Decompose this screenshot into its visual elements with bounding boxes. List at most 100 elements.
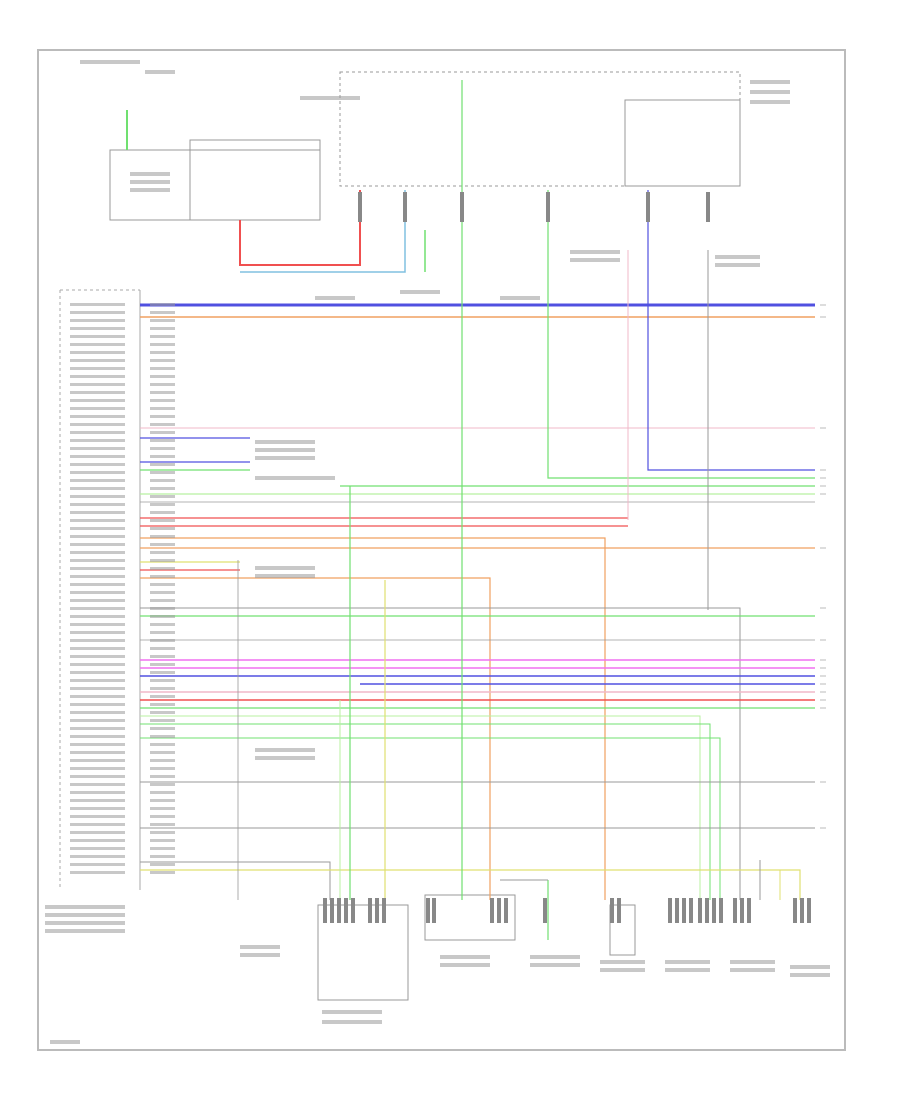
connector-pin (330, 898, 334, 923)
wire-green (547, 190, 815, 479)
pin-function-label (70, 687, 125, 690)
illegible-label (530, 963, 580, 967)
pin-function-label (70, 527, 125, 530)
illegible-label (665, 968, 710, 972)
pin-function-label (70, 631, 125, 634)
wire-code-label (150, 423, 175, 426)
pin-function-label (70, 407, 125, 410)
wire-blue (647, 190, 815, 471)
wire-code-label (150, 495, 175, 498)
illegible-label (715, 263, 760, 267)
illegible-label (730, 968, 775, 972)
wire-code-label (150, 543, 175, 546)
component-outline (424, 894, 516, 941)
illegible-label (255, 566, 315, 570)
wire-code-label (150, 847, 175, 850)
wire-code-label (150, 727, 175, 730)
pin-function-label (70, 647, 125, 650)
component-outline (109, 149, 321, 221)
wire-code-label (150, 831, 175, 834)
wire-code-label (150, 871, 175, 874)
connector-pin (800, 898, 804, 923)
illegible-label (255, 748, 315, 752)
illegible-label (45, 913, 125, 917)
wire-code-label (150, 607, 175, 610)
connector-pin (375, 898, 379, 923)
wire-code-label (150, 751, 175, 754)
wire-yellow (140, 869, 801, 900)
pin-function-label (70, 487, 125, 490)
wire-code-label (150, 511, 175, 514)
wire-code-label (150, 735, 175, 738)
pin-function-label (70, 807, 125, 810)
pin-function-label (70, 583, 125, 586)
wire-code-label (150, 639, 175, 642)
pin-function-label (70, 823, 125, 826)
wire-code-label (150, 407, 175, 410)
wire-code-label (150, 767, 175, 770)
pin-function-label (70, 431, 125, 434)
connector-pin (368, 898, 372, 923)
wire-code-label (150, 863, 175, 866)
pin-function-label (70, 855, 125, 858)
pin-function-label (70, 535, 125, 538)
wire-code-label (150, 319, 175, 322)
connector-pin (705, 898, 709, 923)
illegible-label (500, 296, 540, 300)
wire-orange (140, 577, 491, 900)
illegible-label (440, 955, 490, 959)
illegible-label (145, 70, 175, 74)
wire-code-label (150, 367, 175, 370)
illegible-label (255, 448, 315, 452)
connector-pin (497, 898, 501, 923)
connector-pin (460, 192, 464, 222)
illegible-label (130, 172, 170, 176)
pin-function-label (70, 519, 125, 522)
pin-function-label (70, 799, 125, 802)
pin-function-label (70, 831, 125, 834)
connector-pin (706, 192, 710, 222)
wire-code-label (150, 575, 175, 578)
pin-function-label (70, 303, 125, 306)
connector-pin (323, 898, 327, 923)
component-outline (317, 904, 409, 1001)
illegible-label (255, 440, 315, 444)
wire-code-label (150, 519, 175, 522)
wire-green (140, 737, 721, 900)
pin-function-label (70, 847, 125, 850)
wire-code-label (150, 655, 175, 658)
illegible-label (600, 960, 645, 964)
connector-pin (358, 192, 362, 222)
pin-function-label (70, 327, 125, 330)
wire-code-label (150, 663, 175, 666)
wire-code-label (150, 559, 175, 562)
component-outline (189, 139, 321, 221)
wire-code-label (150, 399, 175, 402)
pin-function-label (70, 335, 125, 338)
component-outline (624, 99, 741, 187)
wire-code-label (150, 631, 175, 634)
wire-code-label (150, 447, 175, 450)
pin-function-label (70, 719, 125, 722)
pin-function-label (70, 743, 125, 746)
pin-function-label (70, 511, 125, 514)
wire-code-label (150, 743, 175, 746)
illegible-label (530, 955, 580, 959)
connector-pin (344, 898, 348, 923)
wire-code-label (150, 839, 175, 842)
wire-code-label (150, 311, 175, 314)
pin-function-label (70, 311, 125, 314)
wire-code-label (150, 799, 175, 802)
pin-function-label (70, 471, 125, 474)
wire-code-label (150, 431, 175, 434)
connector-pin (610, 898, 614, 923)
pin-function-label (70, 615, 125, 618)
wire-code-label (150, 815, 175, 818)
wire-code-label (150, 623, 175, 626)
wire-code-label (150, 471, 175, 474)
wire-code-label (150, 359, 175, 362)
pin-function-label (70, 343, 125, 346)
illegible-label (240, 945, 280, 949)
wire-code-label (150, 791, 175, 794)
